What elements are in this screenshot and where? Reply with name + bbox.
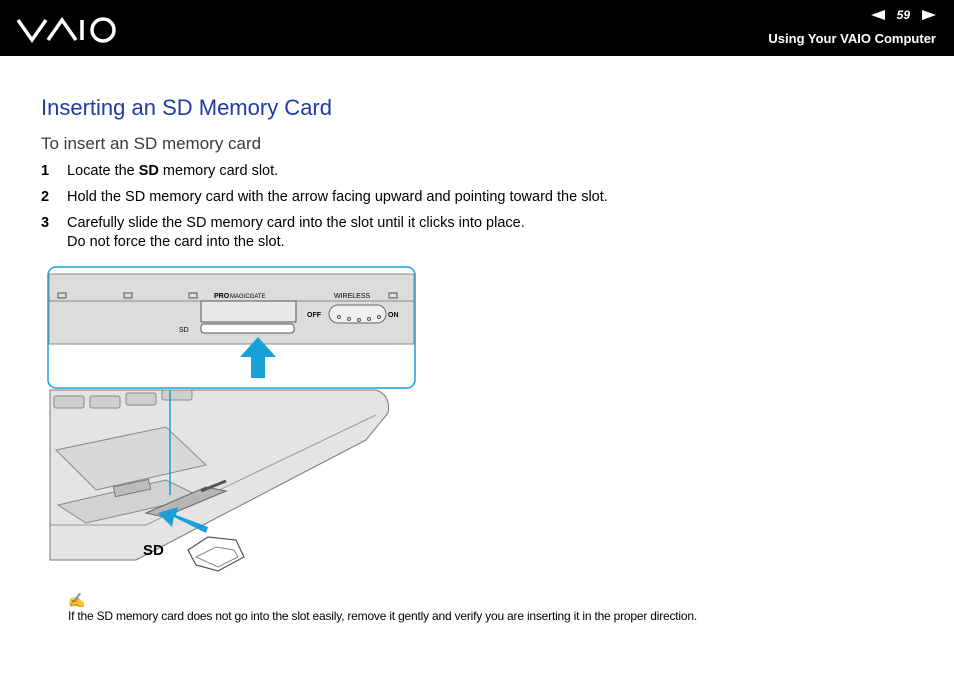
up-arrow-icon [240, 337, 276, 378]
off-label: OFF [307, 312, 322, 319]
step-3: 3 Carefully slide the SD memory card int… [41, 214, 525, 252]
procedure-subtitle: To insert an SD memory card [41, 134, 262, 153]
magicgate-label: MAGICGATE [230, 294, 266, 300]
step-1: 1 Locate the SD memory card slot. [41, 162, 278, 181]
zoomed-panel: PRO MAGICGATE WIRELESS SD OFF ON [47, 266, 416, 389]
next-page-icon[interactable] [922, 10, 936, 20]
sd-slot-label: SD [179, 327, 189, 334]
step-number: 2 [41, 189, 50, 205]
laptop-body [49, 389, 389, 561]
section-title: Using Your VAIO Computer [768, 31, 936, 46]
step-text: Hold the SD memory card with the arrow f… [67, 189, 608, 205]
on-label: ON [388, 312, 399, 319]
wireless-label: WIRELESS [334, 293, 371, 300]
vaio-logo [16, 16, 116, 44]
step-2: 2 Hold the SD memory card with the arrow… [41, 188, 608, 207]
previous-page-icon[interactable] [870, 10, 885, 20]
card-label: SD [143, 542, 164, 559]
step-text: Carefully slide the SD memory card into … [67, 215, 525, 250]
insert-arrow-icon [158, 507, 208, 533]
pencil-note-icon: ✍ [68, 592, 86, 608]
page-navigation: 59 [870, 8, 936, 22]
header-bar: 59 Using Your VAIO Computer [0, 0, 954, 56]
sd-slot-illustration: SD PRO MAGICGATE WIRELESS SD OFF ON [47, 266, 416, 572]
pro-label: PRO [214, 293, 230, 300]
step-number: 1 [41, 163, 50, 179]
note-text: If the SD memory card does not go into t… [68, 609, 697, 623]
step-number: 3 [41, 215, 50, 231]
sd-card [187, 536, 245, 572]
page-number: 59 [896, 8, 910, 22]
page-title: Inserting an SD Memory Card [41, 95, 332, 120]
step-text: Locate the SD memory card slot. [67, 163, 279, 179]
